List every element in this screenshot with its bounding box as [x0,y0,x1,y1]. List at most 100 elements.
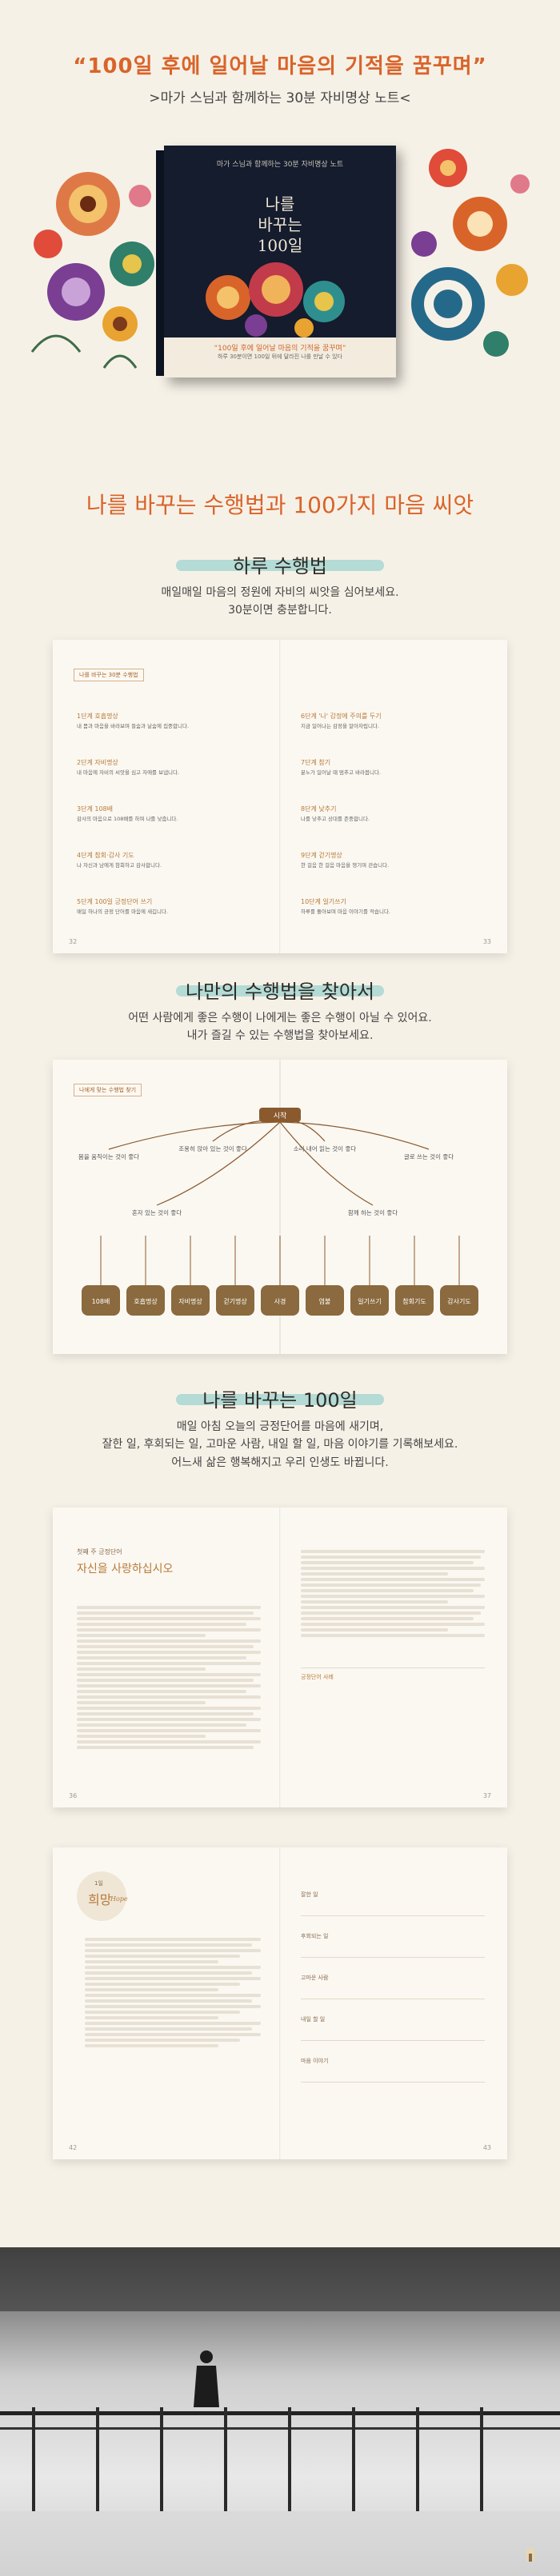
text-line [77,1695,261,1699]
flow-question: 함께 하는 것이 좋다 [348,1208,398,1216]
text-line [77,1645,254,1648]
monk-figure [194,2350,219,2407]
text-line [77,1684,261,1687]
prompt-row: 잘한 일 [301,1875,485,1916]
flow-result-label: 걷기명상 [223,1297,247,1305]
section2-desc-line: 내가 즐길 수 있는 수행법을 찾아보세요. [186,1029,374,1043]
right-flower-cluster [411,149,530,357]
text-line [85,1999,252,2003]
text-line [77,1611,254,1615]
book-band-text: “100일 후에 일어날 마음의 기적을 꿈꾸며” [214,345,346,353]
text-line [77,1623,246,1626]
text-line [85,2016,219,2019]
flow-result-label: 염불 [319,1297,331,1305]
routine-step-desc: 내 몸과 마음을 바라보며 들숨과 날숨에 집중합니다. [77,723,190,729]
flow-question: 조용히 앉아 있는 것이 좋다 [178,1144,247,1152]
text-line [77,1712,254,1715]
essay-chip: 첫째 주 긍정단어 [77,1548,122,1556]
routine-step-desc: 한 걸음 한 걸음 마음을 챙기며 걷습니다. [301,862,390,869]
flow-start-label: 시작 [274,1112,287,1120]
left-flower-cluster [30,172,154,369]
page-number: 37 [482,1792,491,1799]
section1-desc: 매일매일 마음의 정원에 자비의 씨앗을 심어보세요. 30분이면 충분합니다. [0,584,560,620]
text-line [77,1673,261,1676]
flow-result-box [216,1285,254,1316]
book-title: 나를 바꾸는 100일 [164,194,396,256]
text-line [85,2039,240,2042]
flow-start [259,1108,301,1122]
page-number: 42 [69,2144,78,2151]
hero-subtitle: >마가 스님과 함께하는 30분 자비명상 노트< [149,90,411,106]
text-line [85,1938,261,1941]
flow-result-label: 사경 [274,1297,286,1305]
routine-step-title: 9단계 걷기명상 [301,852,342,859]
text-line [301,1589,474,1592]
flow-connector [279,1121,430,1150]
spread-gutter [279,640,281,953]
prompt-row: 내일 할 일 [301,1999,485,2041]
spread-gutter [279,1508,281,1807]
book-band: “100일 후에 일어날 마음의 기적을 꿈꾸며” 하루 30분이면 100일 … [164,337,396,377]
text-line [77,1718,261,1721]
routine-step-title: 8단계 낮추기 [301,805,337,813]
text-line [85,1949,261,1952]
text-line [77,1628,261,1631]
text-line [301,1600,448,1604]
prompt-label: 후회되는 일 [301,1933,329,1939]
flow-question: 글로 쓰는 것이 좋다 [404,1152,454,1160]
hero: “100일 후에 일어날 마음의 기적을 꿈꾸며” >마가 스님과 함께하는 3… [0,0,560,448]
routine-step-title: 2단계 자비명상 [77,759,118,766]
text-line [77,1606,261,1609]
book-spine [156,150,166,376]
section3-desc-line: 매일 아침 오늘의 긍정단어를 마음에 새기며, [176,1420,384,1433]
flow-question: 혼자 있는 것이 좋다 [132,1208,182,1216]
flow-result-label: 108배 [92,1298,110,1305]
title-brush [176,1394,384,1405]
text-line [77,1639,261,1643]
text-line [77,1679,254,1682]
section3-desc-line: 어느새 삶은 행복해지고 우리 인생도 바뀝니다. [171,1456,389,1469]
hero-title: “100일 후에 일어날 마음의 기적을 꿈꾸며” [73,54,487,78]
text-line [301,1584,482,1587]
text-line [85,1988,219,1991]
text-line [77,1651,261,1654]
text-line [301,1550,485,1553]
text-line [301,1595,485,1598]
text-line [77,1701,206,1704]
text-line [301,1623,485,1626]
text-line [77,1617,261,1620]
routine-step-desc: 지금 일어나는 감정을 알아차립니다. [301,723,379,729]
flow-result-label: 참회기도 [402,1297,426,1305]
flow-result-box [440,1285,478,1316]
text-line [85,2027,252,2031]
section2-title: 나만의 수행법을 찾아서 [185,980,375,1003]
routine-step-title: 7단계 참기 [301,759,331,766]
prompt-row: 고마운 사람 [301,1958,485,1999]
routine-step-title: 5단계 100일 긍정단어 쓰기 [77,898,153,905]
routine-step-desc: 내 마음에 자비의 씨앗을 심고 자애를 보냅니다. [77,769,180,776]
essay-text-right [301,1548,485,1639]
book-title-line: 바꾸는 [258,215,302,234]
text-line [85,1971,252,1975]
flow-result-box [126,1285,165,1316]
essay-spread: 첫째 주 긍정단어 자신을 사랑하십시오 긍정단어 사례 36 37 [53,1508,507,1807]
routine-step-desc: 나를 낮추고 상대를 존중합니다. [301,816,370,822]
monk-bridge-photo [0,2247,560,2576]
section1-desc-line: 매일매일 마음의 정원에 자비의 씨앗을 심어보세요. [161,586,399,599]
routine-step-desc: 매일 하나의 긍정 단어를 마음에 새깁니다. [77,909,169,915]
publisher-logo-icon [526,2549,534,2562]
routine-step-title: 10단계 일기쓰기 [301,898,346,905]
text-line [85,1977,261,1980]
text-line [85,1943,252,1947]
spread-gutter [279,1847,281,2159]
